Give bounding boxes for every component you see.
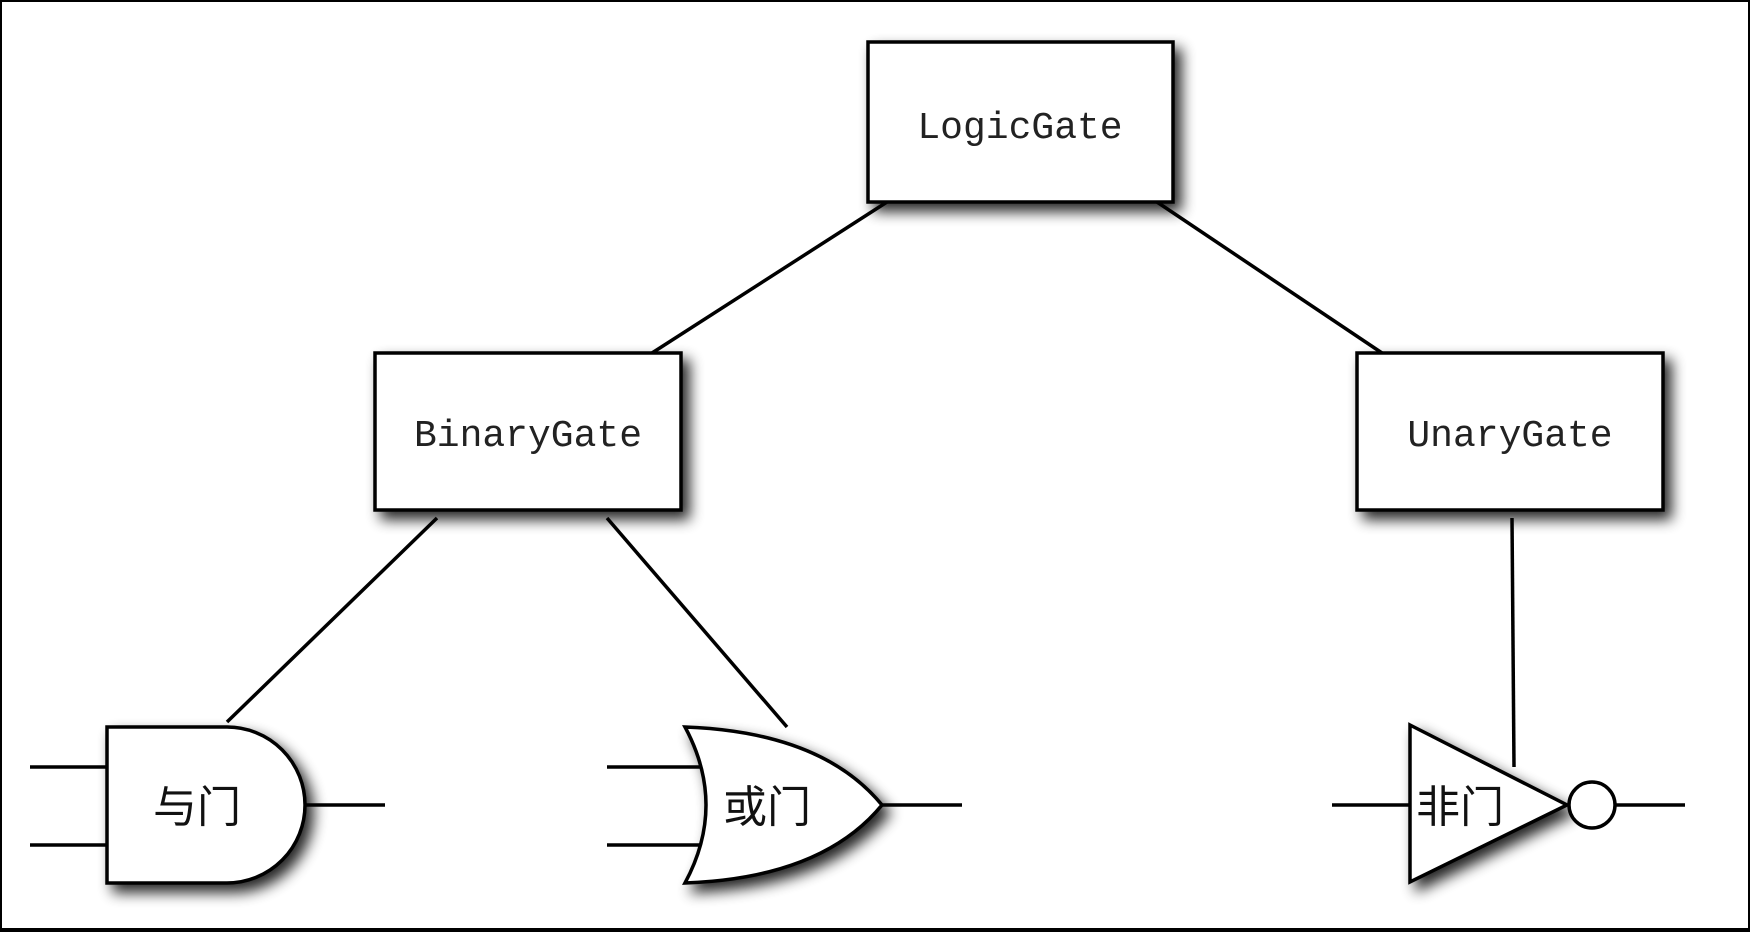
logicgate-label: LogicGate — [917, 107, 1122, 150]
or-gate-label: 或门 — [723, 782, 811, 833]
unarygate-label: UnaryGate — [1407, 415, 1612, 458]
edge-binarygate-orgate — [605, 516, 789, 729]
and-gate-label: 与门 — [153, 782, 241, 833]
and-gate-symbol: 与门 — [30, 725, 385, 885]
edge-logicgate-unarygate — [1156, 200, 1383, 355]
edge-unarygate-notgate — [1510, 517, 1516, 768]
logicgate-node: LogicGate — [866, 40, 1175, 204]
not-gate-label: 非门 — [1416, 782, 1504, 833]
binarygate-node: BinaryGate — [373, 351, 683, 512]
not-gate-inversion-bubble — [1567, 780, 1617, 830]
or-gate-symbol: 或门 — [607, 725, 962, 885]
edge-logicgate-binarygate — [651, 200, 888, 355]
not-gate-symbol: 非门 — [1332, 722, 1685, 885]
connector-lines — [225, 200, 1516, 768]
edge-binarygate-andgate — [225, 516, 439, 724]
unarygate-node: UnaryGate — [1355, 351, 1665, 512]
binarygate-label: BinaryGate — [414, 415, 642, 458]
